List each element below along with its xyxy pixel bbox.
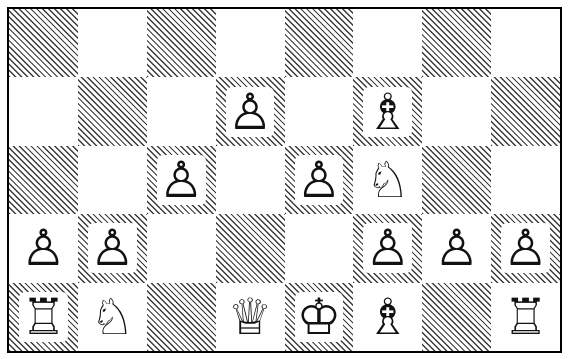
board-square-r3-c7[interactable] — [422, 146, 491, 214]
board-square-r3-c3[interactable]: ♙ — [147, 146, 216, 214]
board-square-r4-c1[interactable]: ♙ — [9, 214, 78, 282]
board-square-r1-c7[interactable] — [422, 9, 491, 77]
board-square-r3-c8[interactable] — [491, 146, 560, 214]
white-rook-icon[interactable]: ♖ — [19, 292, 68, 342]
board-square-r4-c2[interactable]: ♙ — [78, 214, 147, 282]
board-square-r3-c5[interactable]: ♙ — [285, 146, 354, 214]
board-square-r1-c1[interactable] — [9, 9, 78, 77]
board-square-r5-c1[interactable]: ♖ — [9, 283, 78, 351]
board-square-r4-c8[interactable]: ♙ — [491, 214, 560, 282]
white-pawn-icon[interactable]: ♙ — [432, 223, 481, 273]
board-square-r2-c5[interactable] — [285, 77, 354, 145]
board-square-r5-c2[interactable]: ♘ — [78, 283, 147, 351]
white-pawn-icon[interactable]: ♙ — [501, 223, 550, 273]
board-square-r3-c6[interactable]: ♘ — [353, 146, 422, 214]
board-square-r4-c4[interactable] — [216, 214, 285, 282]
chess-board: ♙ ♗ ♙ ♙ ♘ ♙ ♙ ♙ ♙ ♙ ♖ ♘ ♕ ♔ ♗ ♖ — [7, 7, 562, 353]
board-square-r1-c8[interactable] — [491, 9, 560, 77]
board-square-r5-c4[interactable]: ♕ — [216, 283, 285, 351]
board-square-r1-c2[interactable] — [78, 9, 147, 77]
board-square-r5-c7[interactable] — [422, 283, 491, 351]
white-rook-icon[interactable]: ♖ — [501, 292, 550, 342]
board-square-r4-c6[interactable]: ♙ — [353, 214, 422, 282]
board-square-r2-c4[interactable]: ♙ — [216, 77, 285, 145]
white-pawn-icon[interactable]: ♙ — [363, 223, 412, 273]
board-square-r4-c3[interactable] — [147, 214, 216, 282]
board-square-r2-c2[interactable] — [78, 77, 147, 145]
white-queen-icon[interactable]: ♕ — [226, 292, 275, 342]
board-square-r1-c4[interactable] — [216, 9, 285, 77]
board-square-r1-c3[interactable] — [147, 9, 216, 77]
board-square-r3-c2[interactable] — [78, 146, 147, 214]
white-bishop-icon[interactable]: ♗ — [363, 292, 412, 342]
board-square-r5-c5[interactable]: ♔ — [285, 283, 354, 351]
white-pawn-icon[interactable]: ♙ — [157, 155, 206, 205]
board-square-r3-c4[interactable] — [216, 146, 285, 214]
board-square-r5-c8[interactable]: ♖ — [491, 283, 560, 351]
board-square-r1-c6[interactable] — [353, 9, 422, 77]
board-square-r2-c7[interactable] — [422, 77, 491, 145]
board-square-r2-c3[interactable] — [147, 77, 216, 145]
board-square-r5-c3[interactable] — [147, 283, 216, 351]
white-king-icon[interactable]: ♔ — [295, 292, 344, 342]
board-square-r2-c8[interactable] — [491, 77, 560, 145]
board-square-r2-c6[interactable]: ♗ — [353, 77, 422, 145]
board-square-r4-c5[interactable] — [285, 214, 354, 282]
white-pawn-icon[interactable]: ♙ — [226, 87, 275, 137]
board-square-r1-c5[interactable] — [285, 9, 354, 77]
white-knight-icon[interactable]: ♘ — [363, 155, 412, 205]
board-square-r3-c1[interactable] — [9, 146, 78, 214]
white-pawn-icon[interactable]: ♙ — [19, 223, 68, 273]
board-square-r2-c1[interactable] — [9, 77, 78, 145]
white-knight-icon[interactable]: ♘ — [88, 292, 137, 342]
board-square-r4-c7[interactable]: ♙ — [422, 214, 491, 282]
white-bishop-icon[interactable]: ♗ — [363, 87, 412, 137]
white-pawn-icon[interactable]: ♙ — [88, 223, 137, 273]
board-square-r5-c6[interactable]: ♗ — [353, 283, 422, 351]
white-pawn-icon[interactable]: ♙ — [295, 155, 344, 205]
